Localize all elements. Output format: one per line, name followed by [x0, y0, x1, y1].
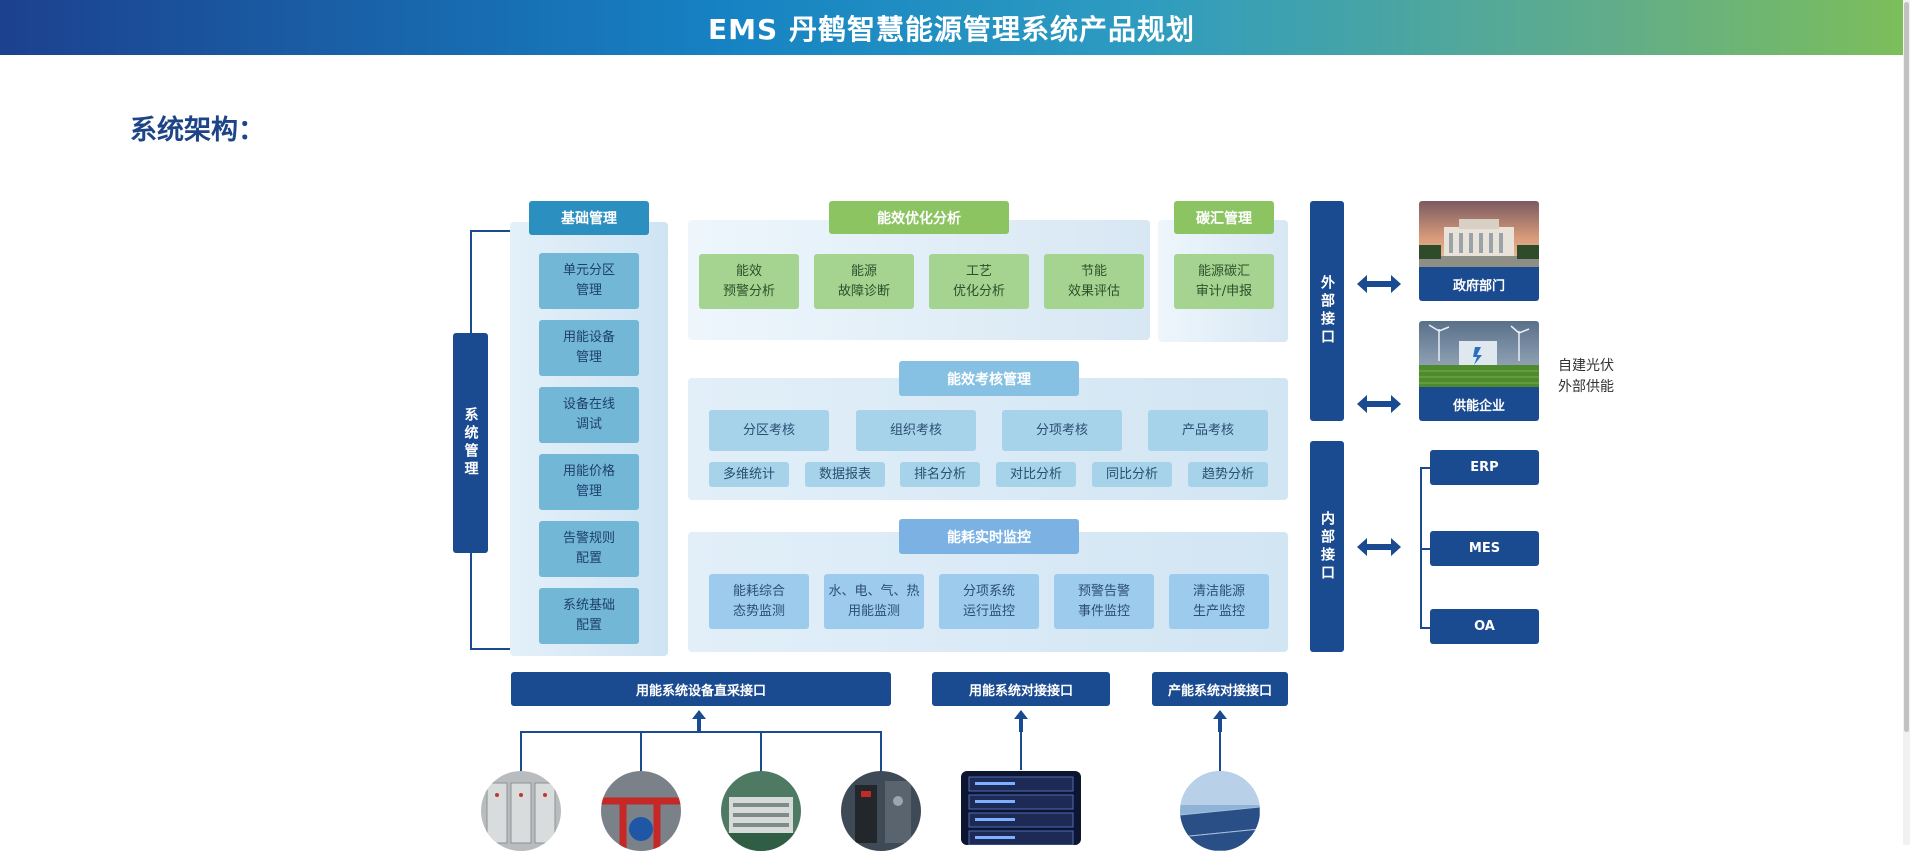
chiller-photo [721, 771, 801, 851]
bracket-line [470, 230, 510, 232]
assessment-sub-item: 数据报表 [805, 462, 885, 487]
base-mgmt-item: 设备在线 调试 [539, 387, 639, 443]
assessment-title: 能效考核管理 [899, 361, 1079, 396]
connector-line [1420, 627, 1430, 629]
double-arrow-icon [1357, 538, 1401, 556]
production-interface-bar: 产能系统对接接口 [1152, 672, 1288, 706]
monitoring-item: 清洁能源 生产监控 [1169, 574, 1269, 629]
assessment-sub-item: 趋势分析 [1188, 462, 1268, 487]
government-target: 政府部门 [1419, 267, 1539, 301]
government-building-photo [1419, 201, 1539, 267]
carbon-item: 能源碳汇 审计/申报 [1174, 254, 1274, 309]
assessment-main-item: 分项考核 [1002, 410, 1122, 451]
connector-line [1020, 730, 1022, 770]
base-mgmt-item: 系统基础 配置 [539, 588, 639, 644]
connector-line [640, 731, 642, 773]
double-arrow-icon [1357, 395, 1401, 413]
monitoring-item: 水、电、气、热 用能监测 [824, 574, 924, 629]
carbon-title: 碳汇管理 [1174, 201, 1274, 234]
assessment-sub-item: 排名分析 [900, 462, 980, 487]
scrollbar-thumb[interactable] [1904, 2, 1909, 732]
internal-target-mes: MES [1430, 531, 1539, 566]
page-title: EMS 丹鹤智慧能源管理系统产品规划 [708, 12, 1195, 46]
optimization-item: 工艺 优化分析 [929, 254, 1029, 309]
connector-line [880, 731, 882, 773]
switchgear-photo [481, 771, 561, 851]
pump-room-photo [601, 771, 681, 851]
internal-target-erp: ERP [1430, 450, 1539, 485]
optimization-item: 节能 效果评估 [1044, 254, 1144, 309]
base-mgmt-title: 基础管理 [529, 201, 649, 235]
internal-interface-label: 内部接口 [1310, 441, 1344, 652]
section-title: 系统架构： [130, 115, 265, 146]
assessment-main-item: 分区考核 [709, 410, 829, 451]
direct-interface-bar: 用能系统设备直采接口 [511, 672, 891, 706]
up-arrow-icon [1014, 710, 1028, 732]
header-bar: EMS 丹鹤智慧能源管理系统产品规划 [0, 0, 1903, 55]
connector-line [1219, 730, 1221, 772]
connector-line [520, 731, 882, 733]
optimization-title: 能效优化分析 [829, 201, 1009, 234]
connector-line [1420, 548, 1430, 550]
external-interface-label: 外部接口 [1310, 201, 1344, 421]
connector-line [760, 731, 762, 773]
system-mgmt-label: 系统管理 [453, 333, 488, 553]
monitoring-item: 预警告警 事件监控 [1054, 574, 1154, 629]
up-arrow-icon [692, 710, 706, 732]
connector-line [1420, 467, 1430, 469]
base-mgmt-item: 单元分区 管理 [539, 253, 639, 309]
external-note: 自建光伏 外部供能 [1558, 358, 1614, 395]
solar-panel-photo [1180, 771, 1260, 851]
base-mgmt-item: 用能价格 管理 [539, 454, 639, 510]
assessment-sub-item: 对比分析 [996, 462, 1076, 487]
energy-company-photo [1419, 321, 1539, 387]
assessment-sub-item: 多维统计 [709, 462, 789, 487]
connector-line [520, 731, 522, 773]
monitoring-item: 能耗综合 态势监测 [709, 574, 809, 629]
double-arrow-icon [1357, 275, 1401, 293]
up-arrow-icon [1213, 710, 1227, 732]
monitoring-title: 能耗实时监控 [899, 519, 1079, 554]
energy-company-target: 供能企业 [1419, 387, 1539, 421]
base-mgmt-item: 告警规则 配置 [539, 521, 639, 577]
server-rack-photo [961, 771, 1081, 845]
assessment-main-item: 产品考核 [1148, 410, 1268, 451]
monitoring-item: 分项系统 运行监控 [939, 574, 1039, 629]
optimization-item: 能效 预警分析 [699, 254, 799, 309]
optimization-item: 能源 故障诊断 [814, 254, 914, 309]
assessment-sub-item: 同比分析 [1092, 462, 1172, 487]
equipment-room-photo [841, 771, 921, 851]
bracket-line [470, 648, 510, 650]
assessment-main-item: 组织考核 [856, 410, 976, 451]
system-interface-bar: 用能系统对接接口 [932, 672, 1110, 706]
internal-target-oa: OA [1430, 609, 1539, 644]
base-mgmt-item: 用能设备 管理 [539, 320, 639, 376]
